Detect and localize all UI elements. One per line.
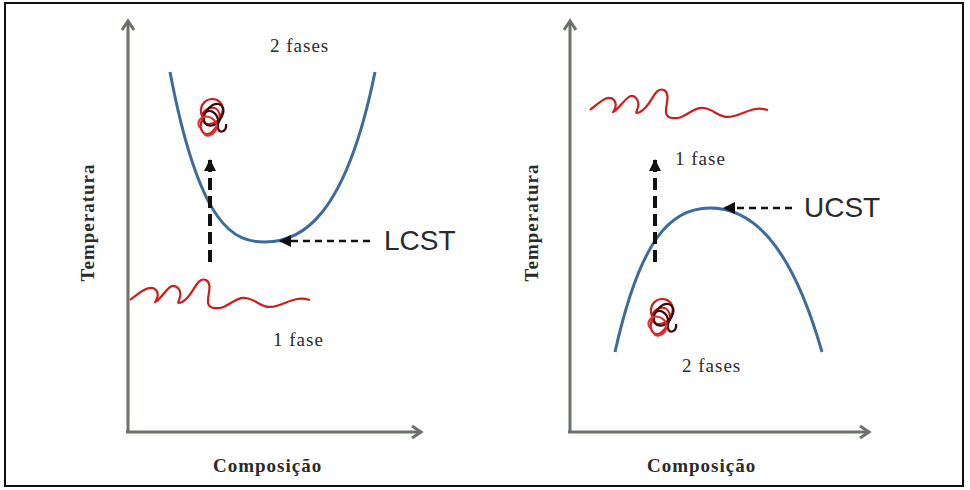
lcst-panel: [126, 22, 420, 432]
binodal-curve: [615, 208, 822, 352]
ucst-panel: [568, 22, 868, 432]
collapsed-coil: [648, 299, 676, 336]
phase-region-label: 1 fase: [273, 330, 324, 351]
phase-region-label: 2 fases: [270, 36, 329, 57]
axis-title: Composição: [213, 456, 322, 477]
axis-title: Temperatura: [78, 163, 99, 281]
critical-point-label: LCST: [384, 226, 456, 257]
axis-title: Temperatura: [522, 163, 543, 281]
binodal-curve: [170, 72, 375, 242]
phase-region-label: 2 fases: [682, 356, 741, 377]
extended-chain: [130, 279, 310, 308]
axis-title: Composição: [647, 456, 756, 477]
frame: [5, 3, 963, 486]
critical-point-label: UCST: [804, 193, 880, 224]
collapsed-coil: [198, 99, 226, 136]
phase-region-label: 1 fase: [675, 149, 726, 170]
extended-chain: [590, 89, 768, 118]
